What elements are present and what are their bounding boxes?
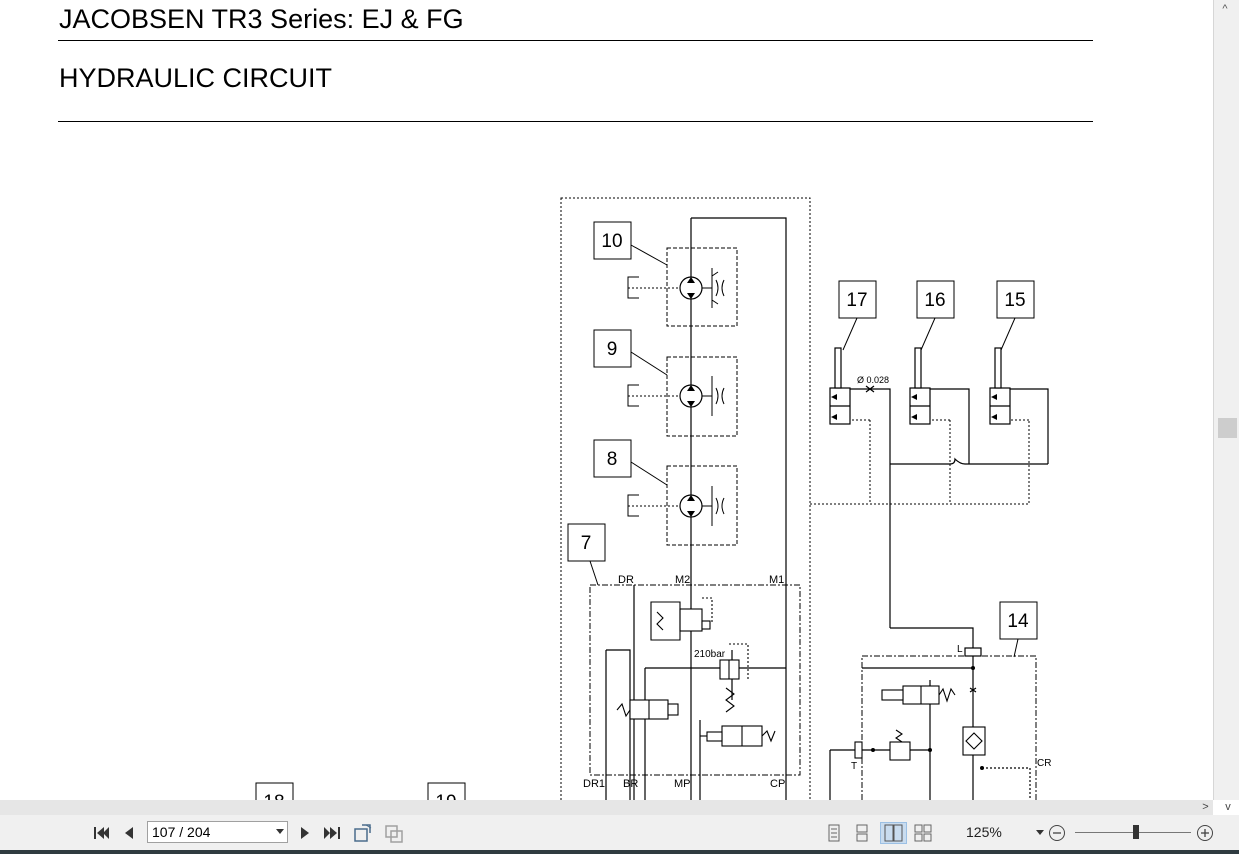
port-m1: M1 [769,574,784,586]
zoom-out-icon[interactable] [1047,822,1067,844]
section-rule [58,121,1093,122]
window-bottom-edge [0,850,1239,854]
copy-icon[interactable] [383,822,405,844]
callout-16: 16 [924,290,945,311]
zoom-level[interactable]: 125% [966,824,1002,840]
horizontal-scrollbar[interactable] [0,800,1213,815]
port-mp: MP [674,778,691,790]
callout-9: 9 [607,339,618,360]
page-dropdown-icon[interactable] [276,829,284,834]
zoom-dropdown-icon[interactable] [1036,830,1044,835]
rotate-icon[interactable] [352,822,374,844]
page-number-field[interactable] [147,821,288,843]
scroll-right-icon[interactable]: > [1202,801,1209,813]
scroll-down-icon[interactable]: v [1225,801,1231,813]
motor-unit-9 [627,356,738,437]
callout-8: 8 [607,449,618,470]
callout-19: 19 [435,792,456,800]
port-cp: CP [770,778,785,790]
port-cr: CR [1037,758,1051,769]
cylinder-15 [989,347,1011,425]
page-number-input[interactable] [152,824,272,840]
section-title: HYDRAULIC CIRCUIT [59,63,333,93]
cylinder-16 [909,347,931,425]
callout-17: 17 [846,290,867,311]
port-t: T [851,761,857,772]
two-page-icon[interactable] [880,822,907,844]
callout-15: 15 [1004,290,1025,311]
callout-14: 14 [1007,611,1029,632]
port-l: L [957,644,963,655]
continuous-icon[interactable] [852,822,872,844]
zoom-in-icon[interactable] [1195,822,1215,844]
port-dr1: DR1 [583,778,605,790]
vertical-scrollbar[interactable] [1213,0,1239,800]
next-page-icon[interactable] [296,822,314,844]
vertical-scroll-thumb[interactable] [1218,418,1237,438]
title-rule [58,40,1093,41]
scroll-up-icon[interactable]: ^ [1222,3,1228,15]
orifice-label: Ø 0.028 [857,375,889,385]
port-br: BR [623,778,638,790]
facing-continuous-icon[interactable] [912,822,934,844]
single-page-icon[interactable] [824,822,844,844]
pressure-label: 210bar [694,649,726,660]
document-page: JACOBSEN TR3 Series: EJ & FG HYDRAULIC C… [58,4,1093,800]
callout-10: 10 [601,231,622,252]
hydraulic-diagram: 10 9 8 7 17 16 15 14 18 19 [255,197,1051,800]
cylinder-17 [829,347,851,425]
port-m2: M2 [675,574,690,586]
document-title: JACOBSEN TR3 Series: EJ & FG [59,4,464,34]
motor-unit-8 [627,465,738,546]
callout-18: 18 [263,792,284,800]
port-dr: DR [618,574,634,586]
motor-unit-10 [627,247,738,327]
prev-page-icon[interactable] [120,822,138,844]
last-page-icon[interactable] [322,822,344,844]
first-page-icon[interactable] [91,822,111,844]
callout-7: 7 [581,533,592,554]
zoom-slider-thumb[interactable] [1133,825,1139,839]
